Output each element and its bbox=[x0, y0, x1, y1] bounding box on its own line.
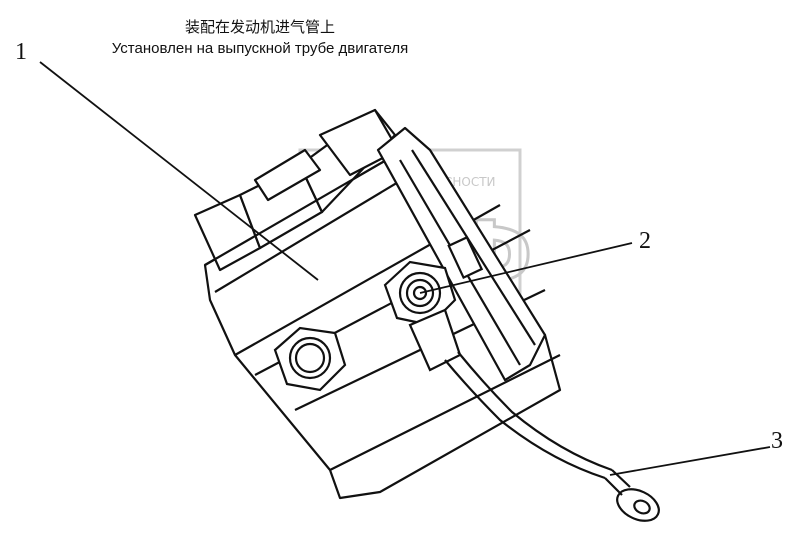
callout-3: 3 bbox=[771, 428, 783, 454]
nut-lower bbox=[273, 326, 347, 392]
callout-1: 1 bbox=[15, 39, 27, 65]
caption-chinese: 装配在发动机进气管上 bbox=[184, 18, 335, 36]
caption-russian: Установлен на выпускной трубе двигателя bbox=[111, 40, 409, 57]
leader-line-1 bbox=[39, 61, 319, 281]
valve-body bbox=[193, 108, 562, 500]
callout-2: 2 bbox=[639, 228, 651, 254]
leader-lines bbox=[39, 61, 771, 476]
leader-line-2 bbox=[419, 242, 633, 294]
leader-line-3 bbox=[609, 446, 771, 476]
nut-upper bbox=[383, 260, 457, 327]
ground-wire bbox=[444, 351, 660, 522]
